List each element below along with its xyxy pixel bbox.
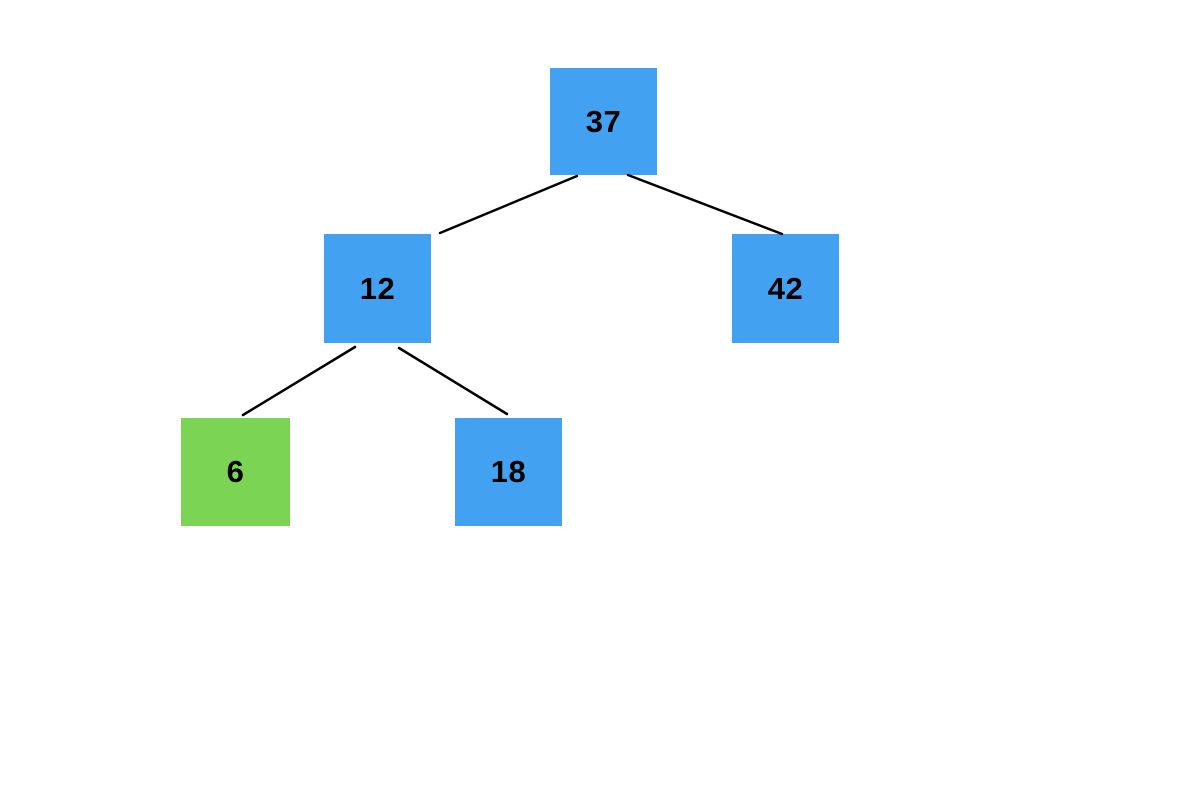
- node-label: 12: [359, 270, 396, 306]
- tree-node-12: 12: [324, 234, 431, 343]
- node-label: 37: [585, 103, 622, 139]
- tree-node-37: 37: [550, 68, 657, 175]
- node-label: 18: [490, 454, 527, 489]
- tree-node-18: 18: [455, 418, 562, 526]
- node-label: 42: [767, 270, 804, 306]
- tree-node-6: 6: [181, 418, 290, 526]
- tree-node-42: 42: [732, 234, 839, 343]
- node-label: 6: [226, 454, 245, 489]
